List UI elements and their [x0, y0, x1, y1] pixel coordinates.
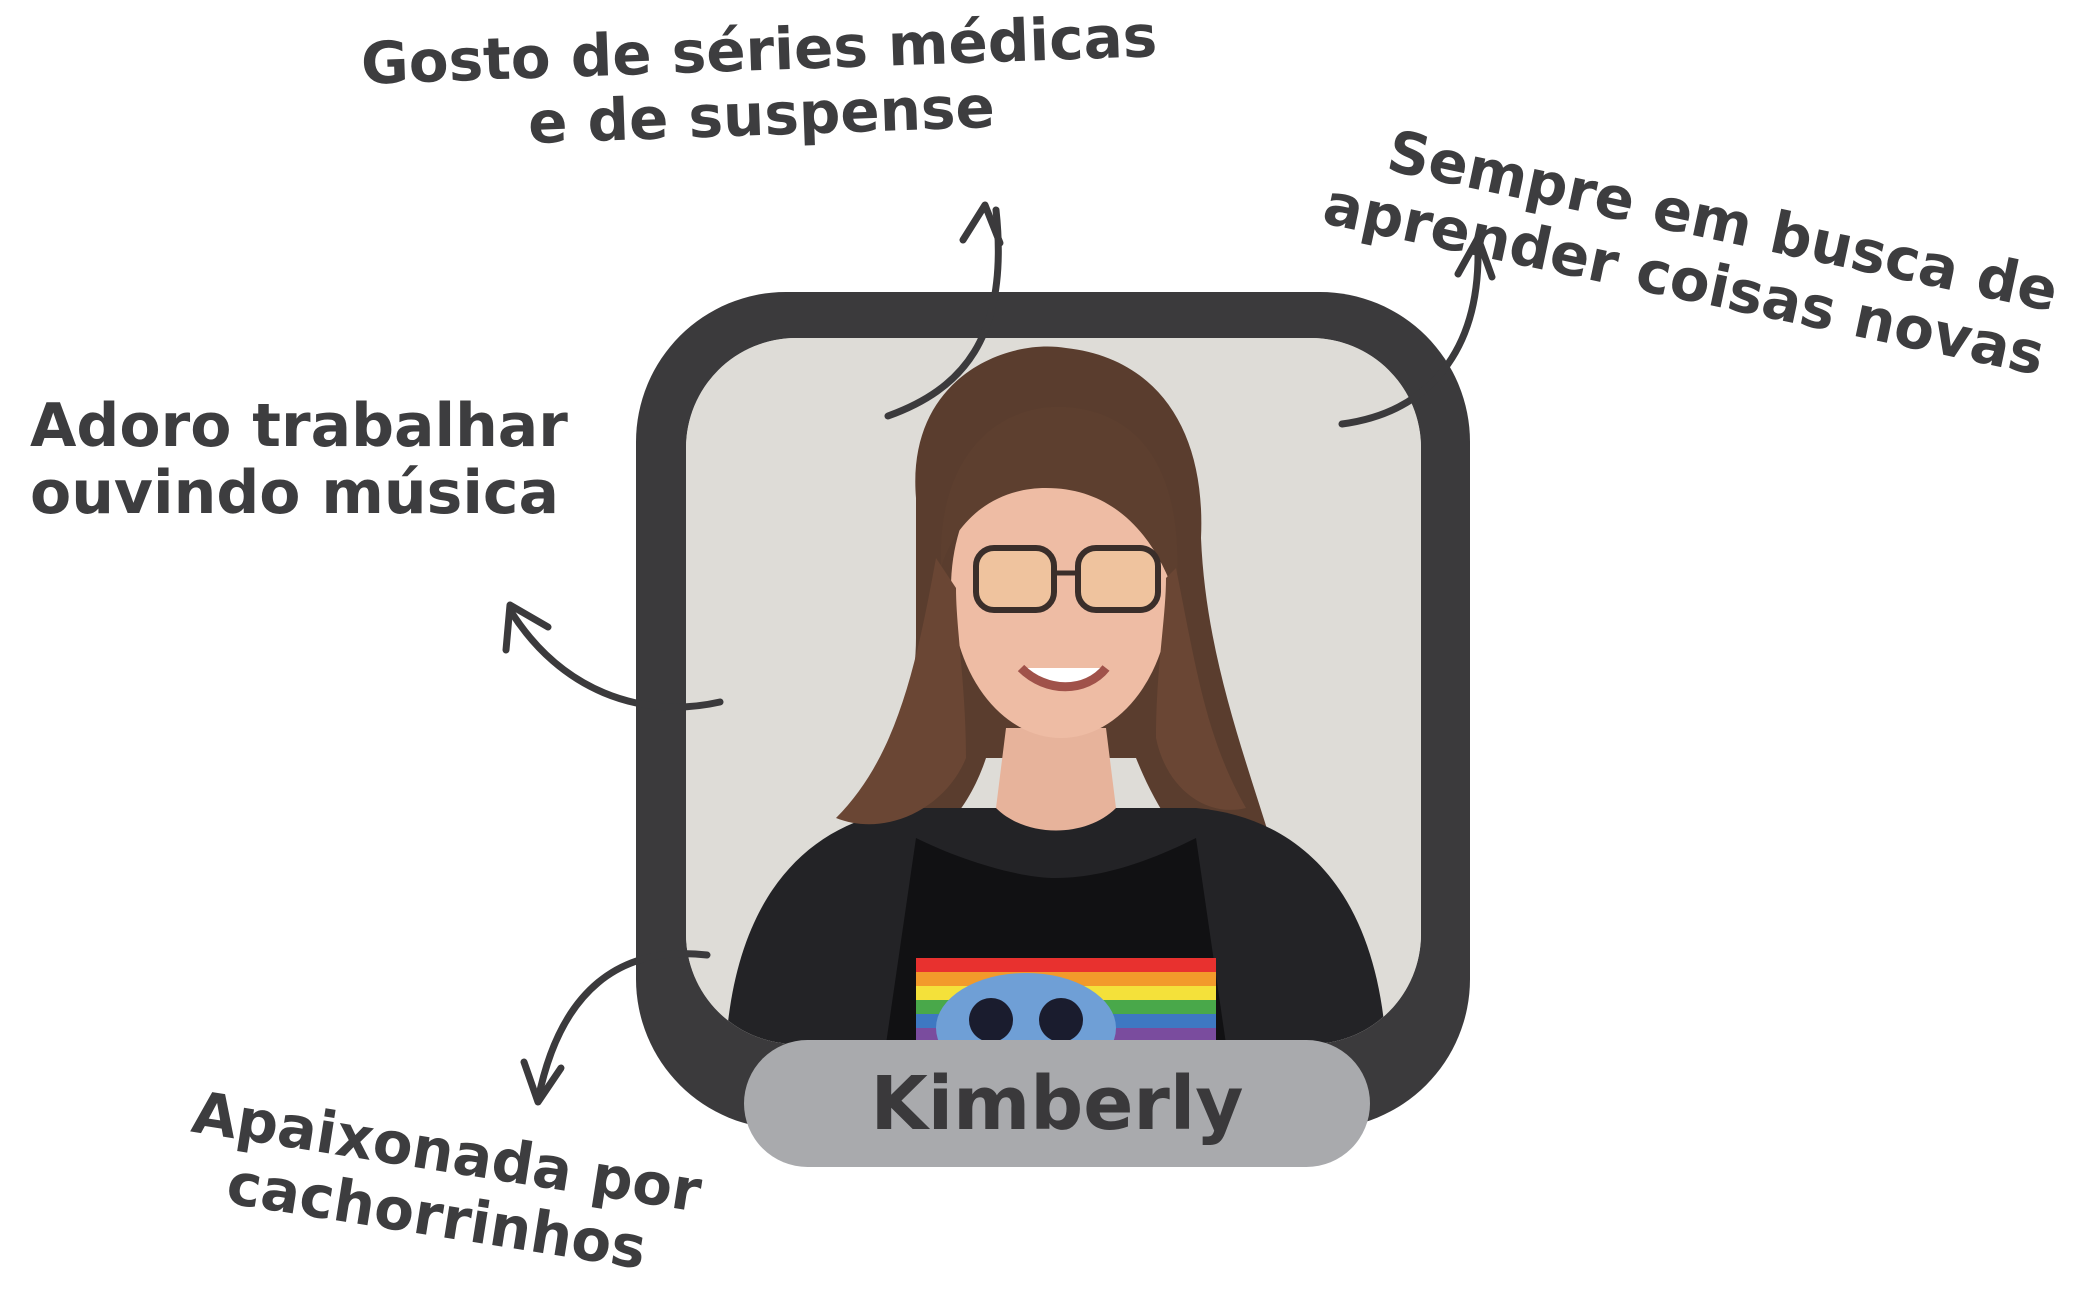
arrow-to-series [884, 201, 1004, 420]
profile-photo [686, 338, 1421, 1044]
arrow-to-learning [1338, 234, 1496, 428]
name-label: Kimberly [744, 1040, 1370, 1167]
fact-music: Adoro trabalhar ouvindo música [30, 391, 568, 529]
name-text: Kimberly [870, 1060, 1244, 1147]
fact-music-line1: Adoro trabalhar [30, 391, 568, 461]
arrow-to-music [502, 601, 724, 711]
arrow-to-dogs [520, 950, 711, 1106]
fact-music-line2: ouvindo música [30, 458, 559, 529]
portrait-illustration [686, 338, 1421, 1044]
